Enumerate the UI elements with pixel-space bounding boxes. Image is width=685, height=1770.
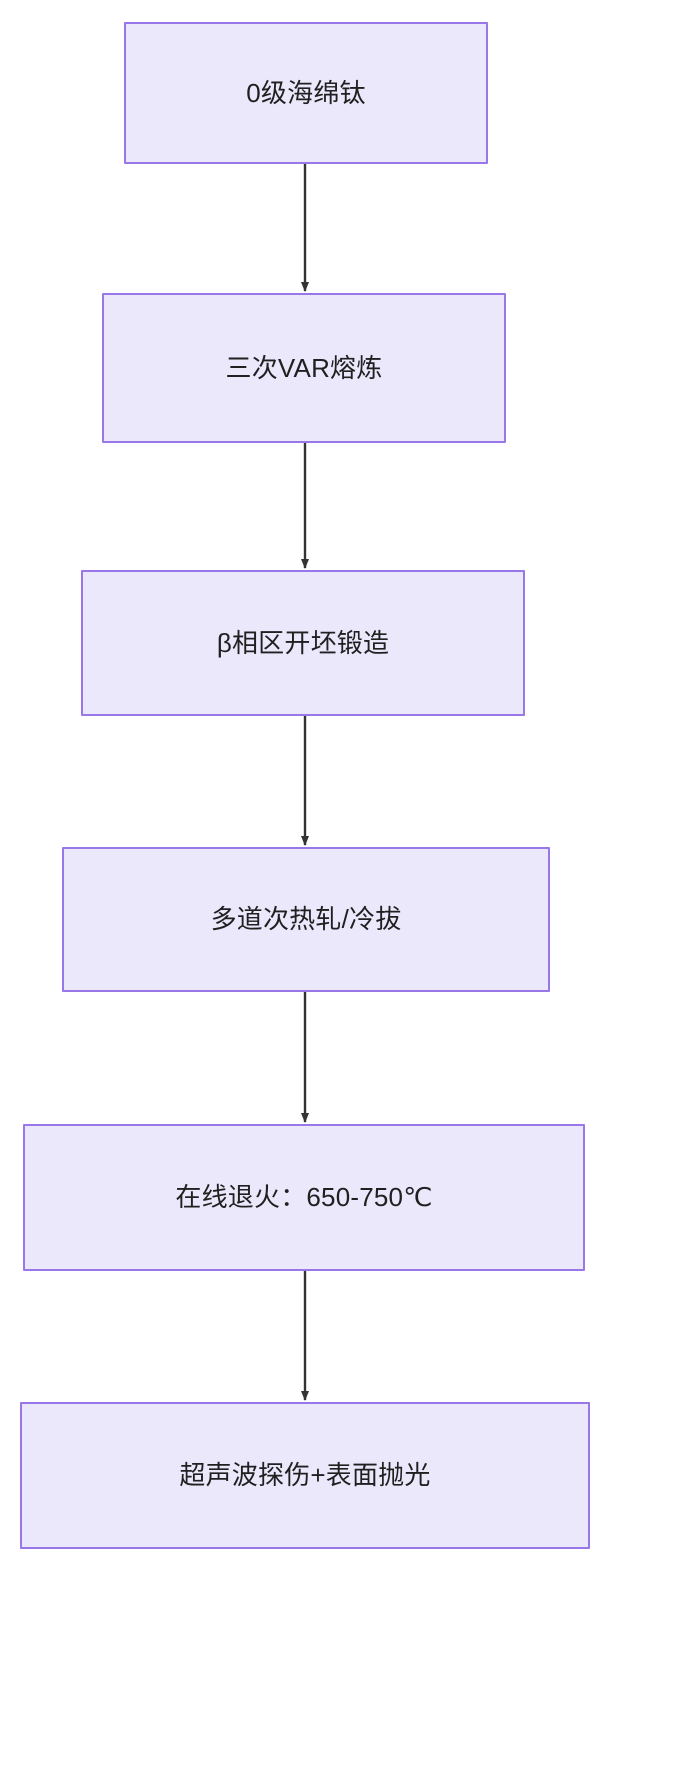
flow-node-n1[interactable]: 0级海绵钛 — [124, 22, 488, 164]
flow-node-label: 0级海绵钛 — [246, 77, 366, 108]
flow-node-n4[interactable]: 多道次热轧/冷拔 — [62, 847, 550, 992]
flow-node-n2[interactable]: 三次VAR熔炼 — [102, 293, 506, 443]
flow-node-n5[interactable]: 在线退火：650-750℃ — [23, 1124, 585, 1271]
flow-node-n3[interactable]: β相区开坯锻造 — [81, 570, 525, 716]
flow-node-label: β相区开坯锻造 — [216, 627, 390, 658]
flow-node-label: 在线退火：650-750℃ — [175, 1182, 433, 1213]
flow-node-label: 超声波探伤+表面抛光 — [179, 1460, 431, 1491]
flow-node-n6[interactable]: 超声波探伤+表面抛光 — [20, 1402, 590, 1549]
flow-node-label: 三次VAR熔炼 — [225, 352, 383, 383]
flow-node-label: 多道次热轧/冷拔 — [210, 904, 402, 935]
